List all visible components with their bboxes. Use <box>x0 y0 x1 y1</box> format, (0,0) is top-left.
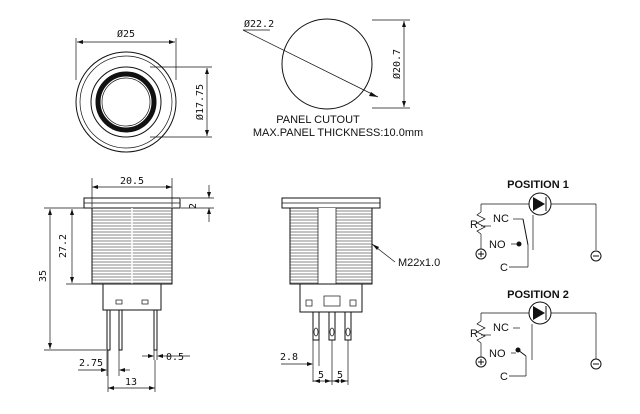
dim-dia25: Ø25 <box>117 28 135 40</box>
wiring-position-1: POSITION 1 R NC NO C <box>470 179 602 274</box>
cutout-circle <box>281 18 373 110</box>
position1-nc-label: NC <box>493 213 509 225</box>
position2-no-label: NO <box>489 348 506 360</box>
wiring-position-2: POSITION 2 R NC NO C <box>470 289 602 383</box>
button-center-circle <box>101 77 151 127</box>
position1-no-label: NO <box>489 239 506 251</box>
side-pin-left <box>106 309 111 351</box>
dim-line-dia222 <box>242 29 379 98</box>
position2-plus-terminal <box>475 356 487 368</box>
dim-pitch-5a: 5 <box>318 370 324 381</box>
position1-switch-arm <box>522 218 529 246</box>
led-ring <box>95 71 157 133</box>
position2-title: POSITION 2 <box>507 289 569 301</box>
side-pin-mid <box>118 309 123 351</box>
side-view: 20.5 2 35 27.2 2.75 <box>38 176 214 392</box>
position1-minus-terminal <box>590 250 602 262</box>
position1-title: POSITION 1 <box>507 179 569 191</box>
position2-minus-terminal <box>590 358 602 370</box>
position2-resistor <box>476 320 486 344</box>
thread-spec-label: M22x1.0 <box>398 257 440 269</box>
position2-nc-label: NC <box>493 322 509 334</box>
position1-r-label: R <box>470 219 478 231</box>
dim-13: 13 <box>125 377 137 388</box>
dim-2: 2 <box>188 203 199 209</box>
dim-dia1775: Ø17.75 <box>194 84 206 120</box>
outer-bezel-circle <box>75 51 177 153</box>
dim-20-5: 20.5 <box>120 176 144 187</box>
button-face-circle <box>90 66 162 138</box>
position1-resistor <box>476 211 486 235</box>
dim-2-75: 2.75 <box>79 358 103 369</box>
dim-dia207: Ø20.7 <box>391 49 403 79</box>
position1-plus-terminal <box>475 248 487 260</box>
side-pin-right <box>153 309 158 351</box>
cutout-caption-thickness: MAX.PANEL THICKNESS:10.0mm <box>253 127 423 139</box>
position2-c-label: C <box>500 371 508 383</box>
position2-switch-arm <box>517 349 527 357</box>
cutout-caption-title: PANEL CUTOUT <box>276 114 360 126</box>
dim-pitch-5b: 5 <box>337 370 343 381</box>
top-view: Ø25 Ø17.75 <box>75 28 212 153</box>
position1-c-label: C <box>500 262 508 274</box>
front-switch-base <box>299 283 363 313</box>
front-view: M22x1.0 2.8 5 5 <box>280 197 440 385</box>
dim-35: 35 <box>38 270 49 282</box>
position2-r-label: R <box>470 328 478 340</box>
front-pin-1 <box>312 311 320 341</box>
side-switch-base <box>102 283 162 311</box>
dim-dia222: Ø22.2 <box>244 18 274 30</box>
dim-27-2: 27.2 <box>58 234 69 258</box>
bezel-inner-circle <box>79 55 173 149</box>
panel-cutout-view: Ø22.2 Ø20.7 PANEL CUTOUT MAX.PANEL THICK… <box>242 18 423 139</box>
dim-2-8: 2.8 <box>280 352 298 363</box>
dim-0-5: 0.5 <box>166 352 184 363</box>
